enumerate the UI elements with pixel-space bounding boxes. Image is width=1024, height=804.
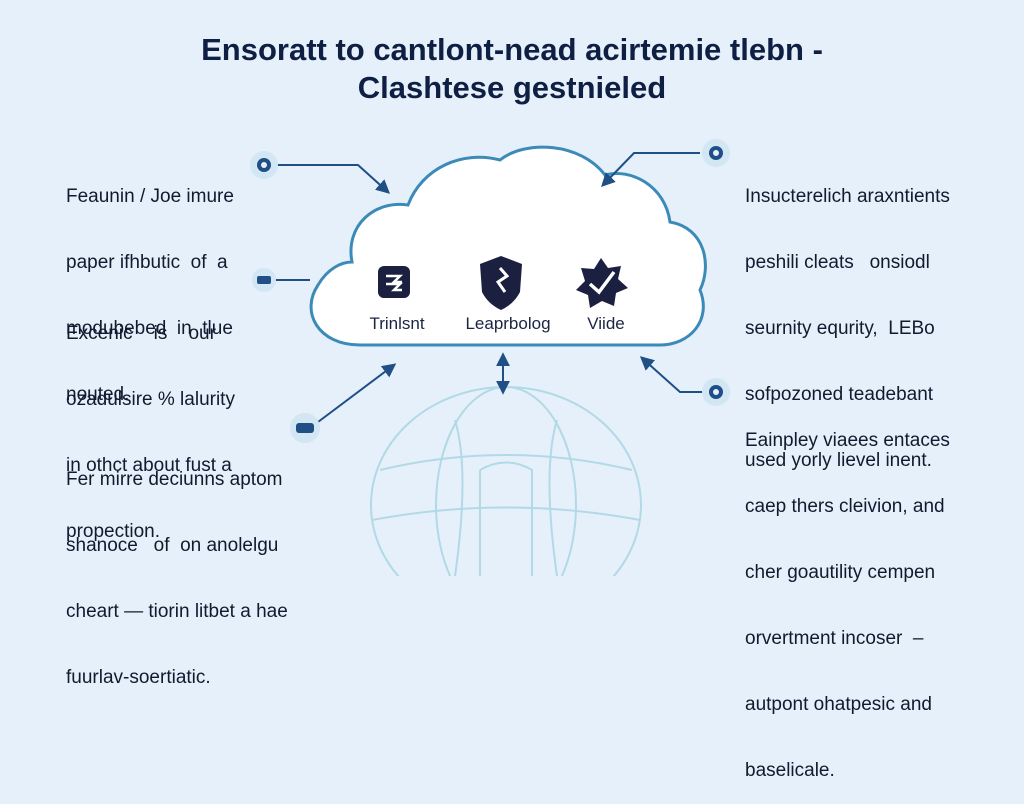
connector-arrows xyxy=(275,152,705,423)
text-line: shanoce of on anolelgu xyxy=(66,535,279,556)
shield-icon xyxy=(480,256,522,310)
text-line: fuurlav-soertiatic. xyxy=(66,667,211,688)
text-line: sofpozoned teadebant xyxy=(745,384,934,405)
node-dot xyxy=(252,268,276,292)
node-dot xyxy=(250,151,278,179)
text-line: Insucterelich araxntients xyxy=(745,186,950,207)
text-line: Feaunin / Joe imure xyxy=(66,186,234,207)
cloud-label-2: Leaprbolog xyxy=(465,314,551,333)
layers-icon xyxy=(378,266,410,298)
node-dot xyxy=(290,413,320,443)
text-line: Excenic is our xyxy=(66,323,216,344)
cloud-label-3: Viide xyxy=(587,314,625,333)
globe-illustration xyxy=(370,386,642,576)
text-line: seurnity equrity, LEBo xyxy=(745,318,935,339)
text-line: peshili cleats onsiodl xyxy=(745,252,930,273)
badge-check-icon xyxy=(576,258,628,308)
node-dot xyxy=(702,378,730,406)
text-line: baselicale. xyxy=(745,760,835,781)
text-line: caep thers cleivion, and xyxy=(745,496,945,517)
text-line: paper ifhbutic of a xyxy=(66,252,228,273)
text-block-top-right: Insucterelich araxntients peshili cleats… xyxy=(745,142,950,494)
text-line: nouted. xyxy=(66,384,130,405)
text-line: used yorly lievel inent. xyxy=(745,450,932,471)
text-line: cheart — tiorin litbet a hae xyxy=(66,601,288,622)
text-line: modubebed in tlue xyxy=(66,318,233,339)
text-line: autpont ohatpesic and xyxy=(745,694,932,715)
text-line: ozadulsire % lalurity xyxy=(66,389,235,410)
diagram-canvas xyxy=(250,139,730,576)
text-line: propection. xyxy=(66,521,161,542)
text-line: orvertment incoser – xyxy=(745,628,924,649)
title-line-2: Clashtese gestnieled xyxy=(357,70,667,105)
node-dot xyxy=(702,139,730,167)
text-line: Fer mirre deciunns aptom xyxy=(66,469,283,490)
text-block-top-left: Feaunin / Joe imure paper ifhbutic of a … xyxy=(66,142,234,428)
title-line-1: Ensoratt to cantlont-nead acirtemie tleb… xyxy=(201,32,823,67)
text-line: in othct about fust a xyxy=(66,455,232,476)
cloud-label-1: Trinlsnt xyxy=(369,314,425,333)
text-block-middle-left: Excenic is our ozadulsire % lalurity in … xyxy=(66,279,235,565)
text-line: Eainpley viaees entaces xyxy=(745,430,950,451)
